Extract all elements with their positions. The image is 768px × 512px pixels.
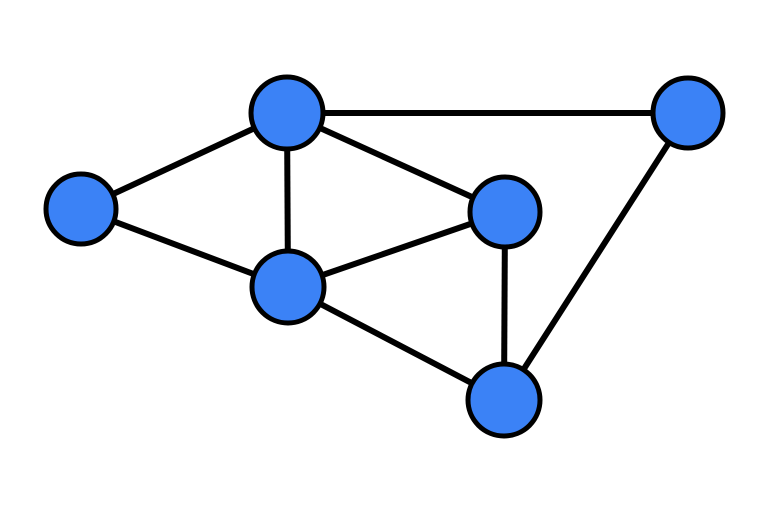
edge-layer (79, 110, 691, 403)
graph-edge (286, 284, 506, 403)
graph-edge (501, 111, 691, 402)
graph-node[interactable] (248, 74, 326, 152)
graph-node[interactable] (650, 75, 726, 151)
graph-node[interactable] (465, 361, 543, 439)
graph-node[interactable] (249, 248, 327, 326)
graph-node[interactable] (43, 171, 119, 247)
graph-edge (285, 110, 507, 215)
node-layer (43, 74, 726, 439)
graph-node[interactable] (467, 174, 543, 250)
